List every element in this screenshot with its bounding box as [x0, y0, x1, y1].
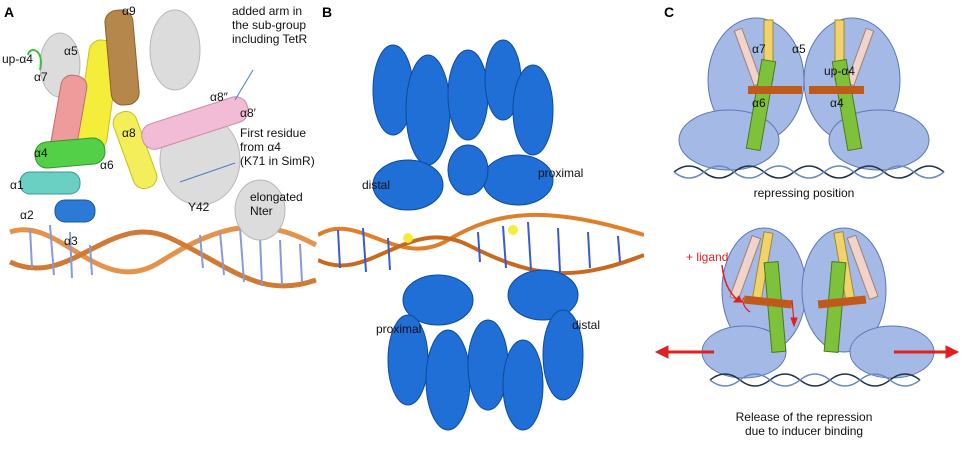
- panel-label-b: B: [322, 4, 333, 20]
- label-a9: α9: [122, 4, 136, 18]
- helix-a1: [19, 171, 81, 195]
- helix-a4: [34, 137, 106, 169]
- panel-c-schematic: [654, 17, 960, 387]
- label-y42: Y42: [188, 200, 210, 214]
- panel-c: C α7 α5 up-α4 α6 α4 repressing position …: [644, 0, 964, 450]
- label-release: Release of the repression due to inducer…: [735, 410, 873, 438]
- label-distal-top: distal: [362, 178, 391, 192]
- label-a6: α6: [100, 158, 114, 172]
- panel-b: B distal proximal proximal distal: [318, 0, 644, 450]
- repressing-diagram: [673, 17, 945, 179]
- label-a7: α7: [34, 70, 48, 84]
- annotation-added-arm: added arm in the sub-group including Tet…: [232, 4, 308, 46]
- protein-dimer-bottom: [387, 269, 584, 431]
- label-a3: α3: [64, 234, 78, 248]
- label-distal-bottom: distal: [572, 318, 601, 332]
- loop-up-a4: [27, 49, 42, 71]
- protein-dimer-top: [372, 39, 554, 211]
- label-proximal-bottom: proximal: [376, 322, 422, 336]
- label-plus-ligand: + ligand: [686, 250, 729, 264]
- helix-a6: [112, 110, 158, 190]
- label-a5: α5: [64, 44, 78, 58]
- ligand-markers: [403, 225, 518, 243]
- label-a1: α1: [10, 178, 24, 192]
- callout-added-arm: [234, 69, 254, 101]
- label-up-a4: up-α4: [2, 52, 33, 66]
- panel-a: A α9 α5 up-α4 α7 α8″ α8′ α8 α4 α6 α1 α2 …: [0, 0, 318, 450]
- panel-b-structure: [318, 39, 644, 431]
- label-proximal-top: proximal: [538, 166, 584, 180]
- label-c-a4: α4: [830, 96, 844, 110]
- label-a2: α2: [20, 208, 34, 222]
- dna-helix-b: [318, 212, 644, 276]
- label-c-a7: α7: [752, 42, 766, 56]
- label-c-up-a4: up-α4: [824, 64, 855, 78]
- annotation-first-residue: First residue from α4 (K71 in SimR): [240, 126, 315, 168]
- label-c-a6: α6: [752, 96, 766, 110]
- label-repressing-position: repressing position: [753, 186, 855, 200]
- helix-a8: [141, 96, 249, 150]
- panel-a-structure: [8, 9, 318, 289]
- helix-a2: [54, 199, 96, 223]
- label-a8p: α8′: [240, 106, 256, 120]
- annotation-elongated-nter: elongated Nter: [250, 190, 303, 218]
- ligand-arrows: [654, 264, 960, 359]
- panel-label-a: A: [4, 4, 15, 20]
- callout-first-residue: [179, 162, 236, 183]
- label-c-a5: α5: [792, 42, 806, 56]
- label-a4: α4: [34, 146, 48, 160]
- release-diagram: [701, 227, 935, 387]
- label-a8pp: α8″: [210, 90, 228, 104]
- panel-label-c: C: [664, 4, 675, 20]
- label-a8: α8: [122, 126, 136, 140]
- helix-a9: [104, 9, 140, 106]
